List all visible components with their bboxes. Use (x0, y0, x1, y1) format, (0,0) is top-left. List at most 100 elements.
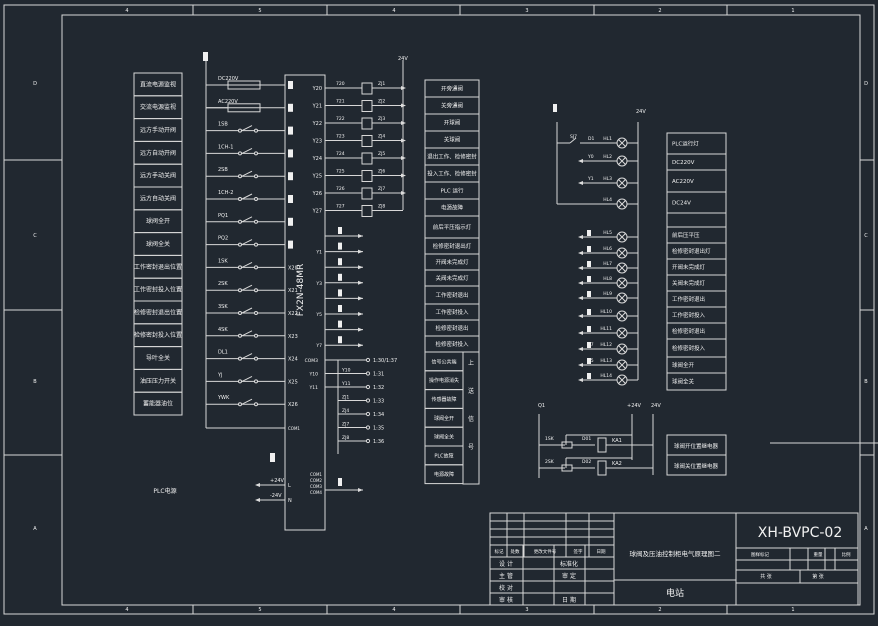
wire-ref: D1 (588, 136, 594, 142)
zone-letter: D (864, 81, 868, 87)
plc-power-label: PLC电源 (153, 487, 176, 495)
contact-icon (238, 174, 242, 179)
lamp-label: HL4 (603, 197, 612, 203)
input-device-label: PQ1 (218, 213, 228, 219)
lamp-function-label: 工作密封投入 (672, 311, 706, 319)
function-label: 电源故障 (441, 204, 464, 212)
lamp-label: HL14 (600, 373, 612, 379)
plc-output-terminal: Y26 (312, 191, 322, 197)
lamp-function-label: PLC运行灯 (672, 140, 699, 148)
terminal-marker (338, 320, 342, 328)
upload-label: 电源故障 (434, 471, 454, 478)
title-field-header: 图样标记 (751, 551, 769, 558)
wire (241, 147, 253, 154)
arrow-icon (401, 121, 406, 125)
input-device-label: 1CH-2 (218, 190, 233, 196)
lamp-label: HL10 (600, 309, 612, 315)
plc-output-terminal: Y11 (309, 385, 319, 391)
zone-letter: B (33, 379, 37, 385)
upload-side-label: 上 (468, 359, 474, 367)
terminal-marker (288, 240, 293, 249)
terminal-icon (365, 384, 371, 390)
label: KA2 (612, 461, 622, 467)
arrow-icon (358, 296, 363, 301)
terminal-marker (587, 309, 591, 315)
contact-icon (254, 219, 258, 224)
function-label: 工作密封投入 (435, 308, 469, 316)
upload-label: 球阀全关 (434, 434, 454, 441)
plc-input-terminal: X21 (288, 288, 298, 294)
plc-terminal: COM1 (288, 426, 300, 431)
wire-number: ZJ7 (342, 422, 349, 428)
function-label: 检修密封退出灯 (433, 242, 472, 250)
relay-label: ZJ7 (378, 186, 385, 192)
relay-coil (361, 187, 373, 200)
wire-number: Y11 (341, 381, 351, 387)
wire (618, 312, 626, 320)
arrow-icon (358, 265, 363, 270)
wire-number: 723 (336, 134, 345, 140)
relay-label: ZJ8 (378, 204, 385, 210)
function-label: 退出工作、检修密封 (427, 153, 477, 161)
input-device-label: 1SB (218, 122, 228, 128)
input-label-cell (133, 391, 183, 416)
arrow-icon (578, 251, 583, 255)
sheet-number: 第 张 (812, 573, 824, 580)
terminal-marker (587, 291, 591, 297)
lamp-label-cell (666, 372, 727, 391)
contact-icon (254, 402, 258, 407)
title-field-header: 比例 (842, 551, 851, 558)
zone-number: 4 (392, 8, 395, 14)
plc-input-terminal: X22 (288, 311, 298, 317)
input-label: 远方手动开阀 (140, 126, 176, 134)
arrow-icon (578, 347, 583, 351)
title-field-header: 重量 (814, 551, 823, 558)
relay-label: ZJ4 (378, 134, 385, 140)
contact-icon (238, 128, 242, 133)
arrow-icon (358, 488, 363, 492)
wire (241, 398, 253, 405)
zone-number: 3 (525, 607, 528, 613)
function-label: 工作密封退出 (435, 291, 468, 299)
terminal-icon (365, 438, 371, 444)
contact-icon (238, 197, 242, 201)
relay-coil (597, 460, 607, 476)
wire-number: ZJ1 (342, 395, 349, 401)
terminal-marker (270, 453, 275, 462)
zone-letter: C (33, 233, 37, 239)
lamp-function-label: 开阀未完成灯 (672, 263, 706, 271)
contact-icon (254, 174, 258, 179)
input-device-label: YJ (217, 372, 223, 378)
terminal-marker (338, 305, 342, 312)
wire (618, 329, 626, 337)
label: 24V (651, 403, 661, 409)
terminal-marker (338, 227, 342, 234)
signoff-label: 日 期 (562, 596, 576, 604)
contact-icon (254, 151, 258, 156)
relay-coil (361, 82, 373, 95)
arrow-icon (578, 281, 583, 285)
plc-output-terminal: Y5 (315, 312, 322, 318)
zone-number: 3 (525, 8, 528, 14)
lamp-label-cell (666, 212, 727, 228)
contact-icon (238, 402, 242, 407)
terminal-marker (338, 242, 342, 250)
contact-icon (254, 333, 258, 338)
wire-ref: Y0 (587, 154, 594, 160)
lamp-label: HL5 (603, 230, 612, 236)
function-label: 开旁通阀 (441, 85, 463, 93)
terminal-marker (338, 478, 342, 486)
arrow-icon (578, 296, 583, 300)
contact-icon (254, 356, 258, 361)
input-label: 工作密封投入位置 (134, 286, 182, 294)
plc-input-terminal: X25 (288, 379, 298, 385)
contact-icon (254, 197, 258, 201)
terminal-marker (338, 273, 342, 281)
input-label: 远方手动关阀 (140, 172, 176, 180)
signoff-label: 审 定 (562, 572, 576, 580)
terminal-icon (365, 411, 371, 417)
input-label: 工作密封退出位置 (134, 263, 182, 271)
contact-icon (238, 242, 242, 247)
relay-coil (361, 135, 373, 147)
label: 1SK (545, 436, 555, 442)
